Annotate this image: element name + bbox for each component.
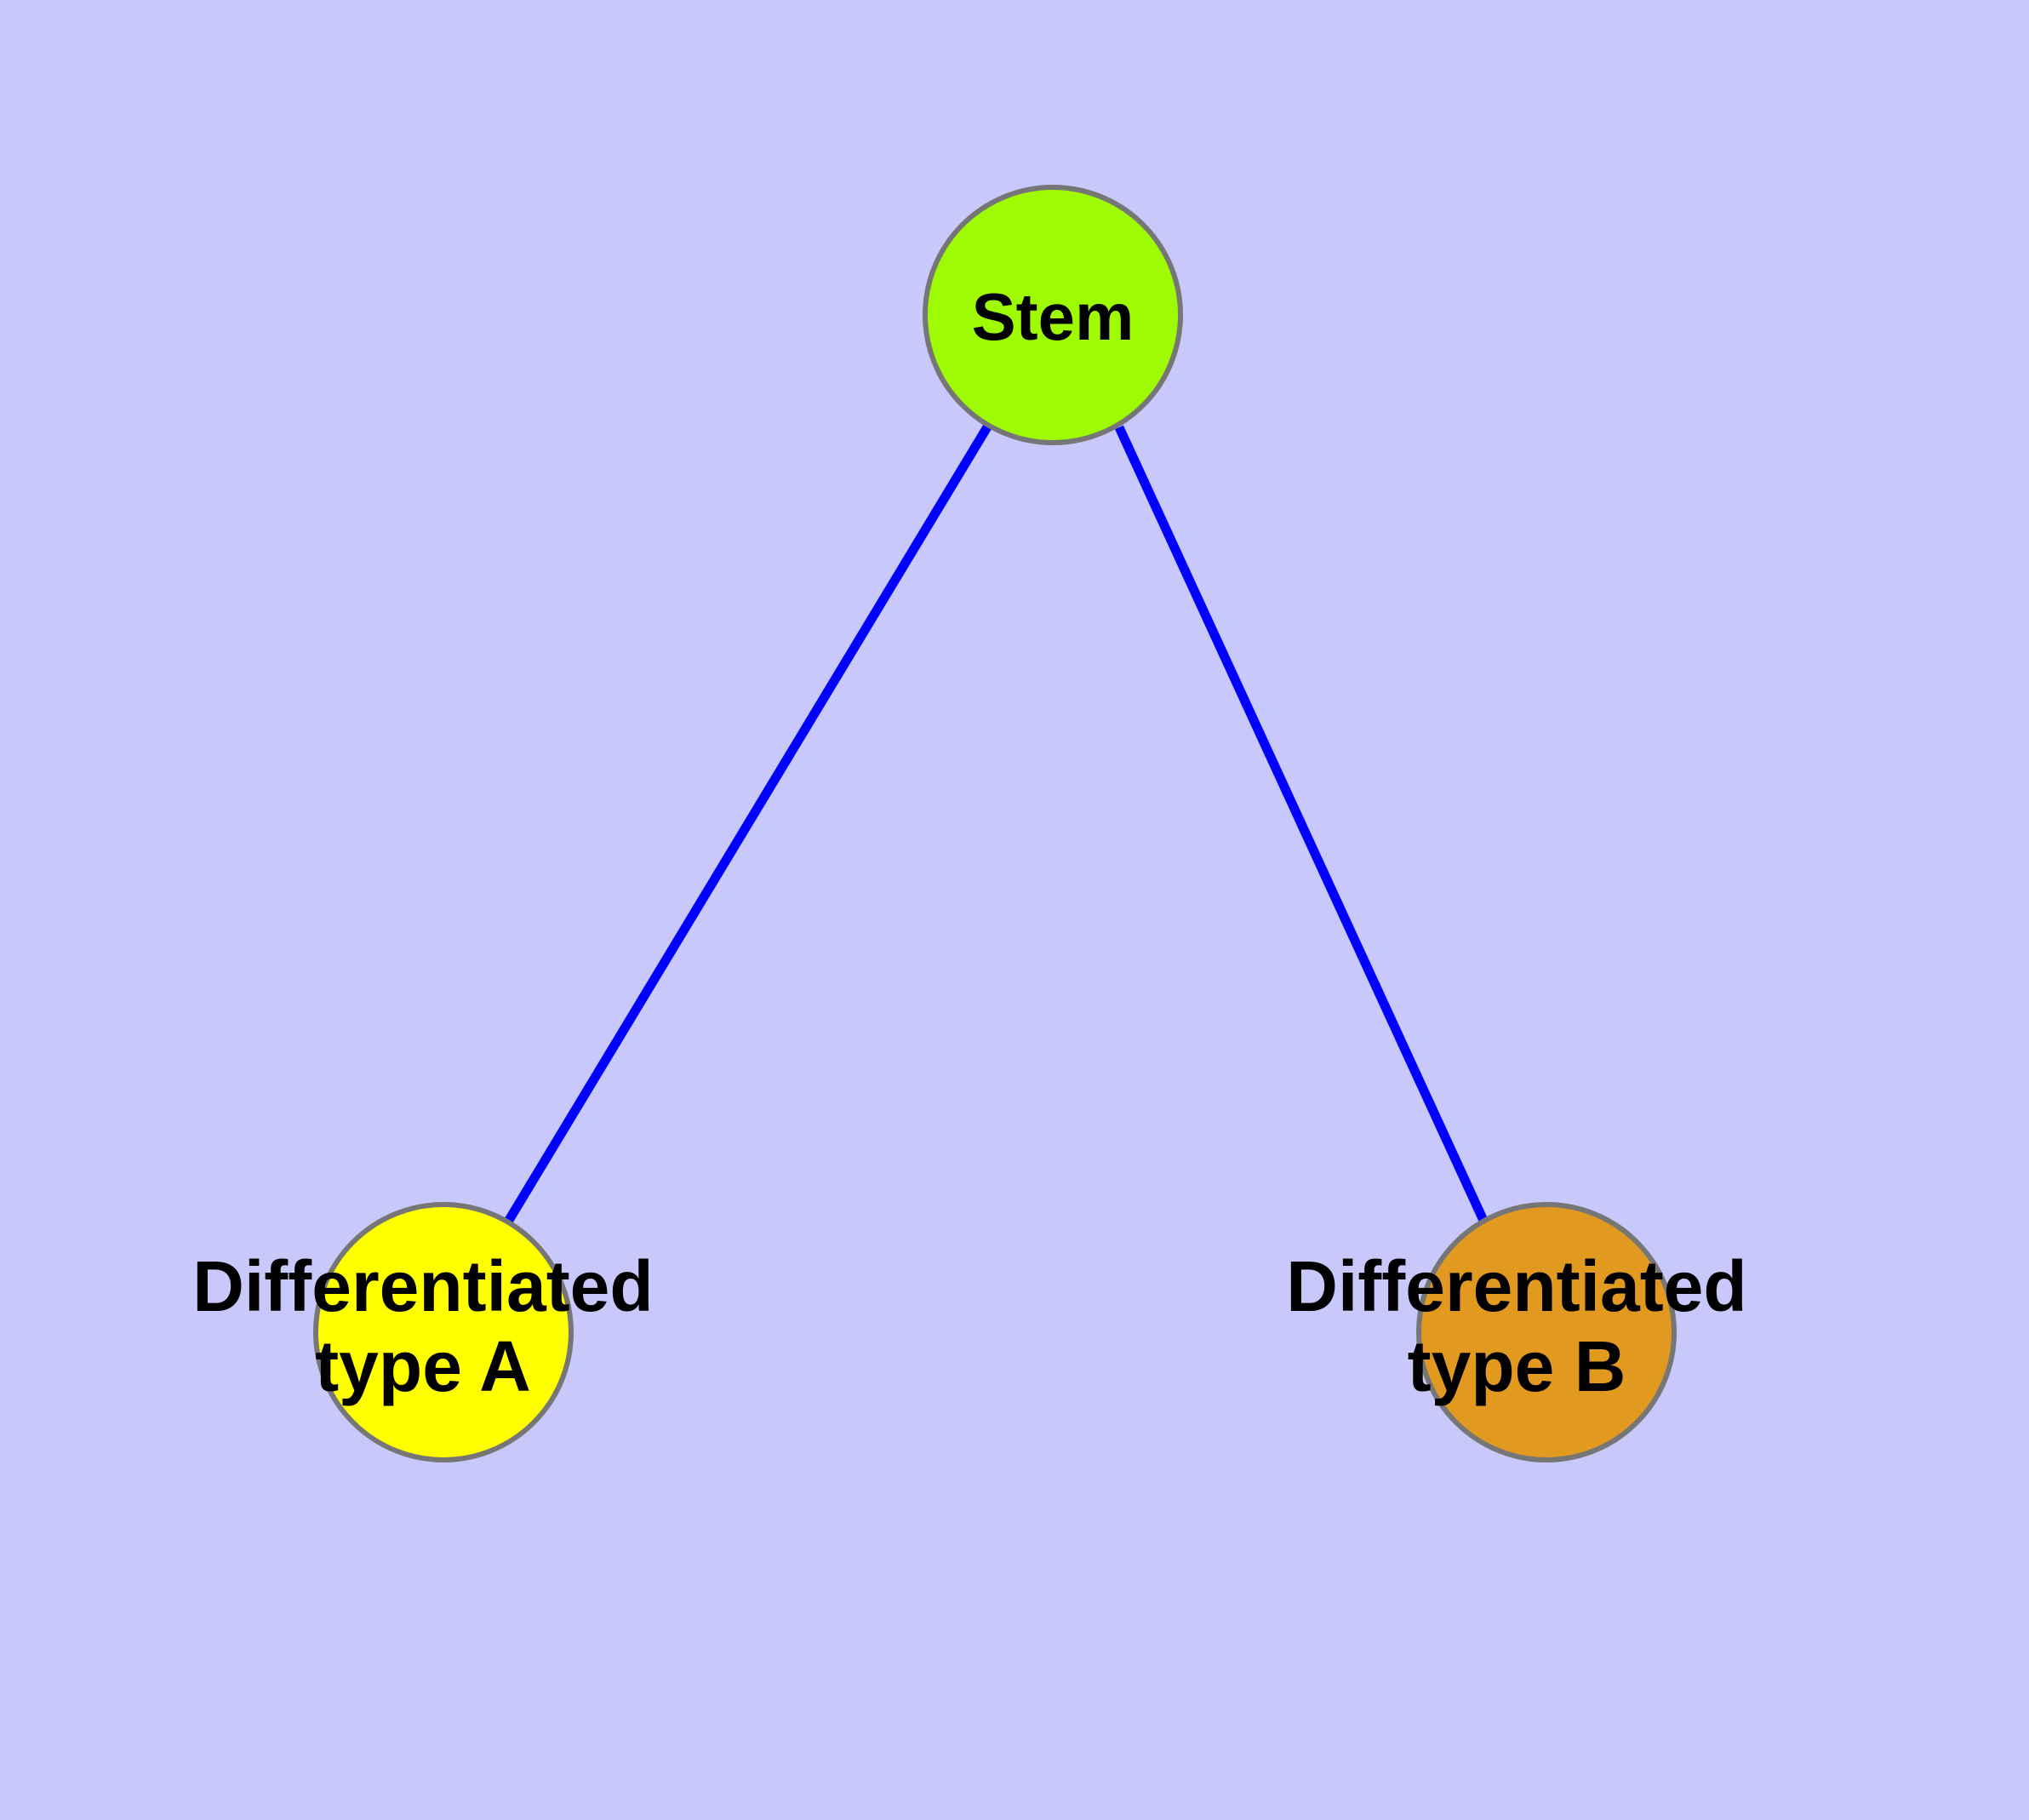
edge-stem-to-type-b[interactable] [1115, 425, 1489, 1227]
edges-layer [504, 423, 1489, 1227]
node-diff-type-b[interactable] [1416, 1202, 1677, 1462]
node-label-line: Stem [972, 279, 1135, 354]
node-label-line: Differentiated [192, 1246, 653, 1326]
node-diff-type-a[interactable] [313, 1202, 574, 1462]
node-stem[interactable] [923, 185, 1183, 445]
node-label-line: type B [1408, 1326, 1626, 1406]
node-label-line: type A [315, 1326, 531, 1406]
nodes-layer [313, 185, 1677, 1462]
edge-stem-to-type-a[interactable] [504, 423, 992, 1224]
node-label-line: Differentiated [1286, 1246, 1746, 1326]
node-label-stem: Stem [972, 279, 1135, 354]
